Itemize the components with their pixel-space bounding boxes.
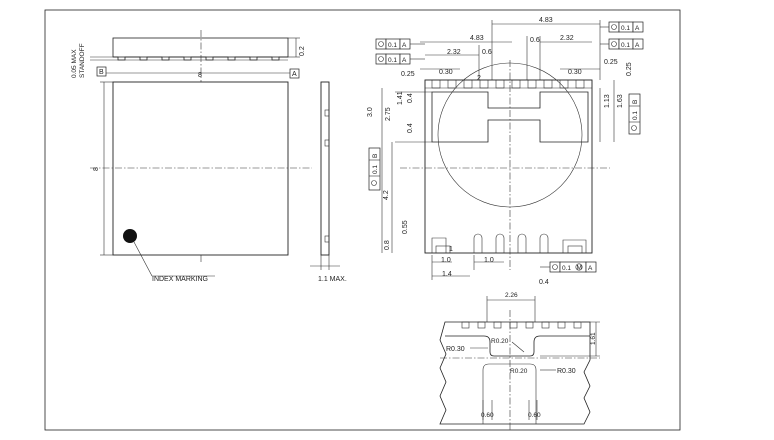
bottom-lead <box>431 237 447 253</box>
package-side-profile <box>320 81 330 256</box>
dim-1-41: 1.41 <box>397 91 404 105</box>
dim-pad-left: 2.32 <box>447 49 461 56</box>
pin-1-label: 1 <box>449 246 453 253</box>
dim-0-4-bottom: 0.4 <box>539 279 549 286</box>
dim-025-left: 0.25 <box>401 71 415 78</box>
fcf-tol-v1: 0.1 <box>372 165 379 174</box>
r020-top: R0.20 <box>491 338 509 345</box>
thickness-label: 1.1 MAX. <box>318 276 347 283</box>
dim-gap-right: 0.6 <box>530 37 540 44</box>
datum-b-box <box>96 66 107 77</box>
dim-060-right: 0.60 <box>528 412 541 419</box>
dim-1-0b: 1.0 <box>484 257 494 264</box>
pin-2-label: 2 <box>477 75 481 82</box>
dim-025-vert: 0.25 <box>626 62 633 76</box>
dim-2-75: 2.75 <box>385 107 392 121</box>
r030-left: R0.30 <box>446 346 465 353</box>
fcf-tol-1: 0.1 <box>388 42 397 49</box>
dim-0-4b: 0.4 <box>407 123 414 133</box>
top-lead <box>431 79 441 89</box>
dim-0-4a: 0.4 <box>407 93 414 103</box>
dim-width-8: 8 <box>198 72 202 79</box>
fcf-tol-4: 0.1 <box>621 42 630 49</box>
side-view: 1.1 MAX. <box>310 81 347 283</box>
fcf-tol-v2: 0.1 <box>632 111 639 120</box>
dim-gap-left: 0.6 <box>482 49 492 56</box>
dim-3-0: 3.0 <box>367 107 374 117</box>
detail-pad-edge <box>445 335 590 357</box>
detail-view: 2.26 R0.30 R0.20 R0.20 R0.30 1.61 0. <box>439 292 600 430</box>
dim-inner-4-83: 4.83 <box>470 35 484 42</box>
fcf-m-symbol: M <box>577 265 582 272</box>
datum-b-label: B <box>99 69 104 76</box>
exposed-pad <box>431 91 589 143</box>
dim-1-61: 1.61 <box>590 332 597 345</box>
datum-a-label: A <box>292 71 297 78</box>
standoff-label-2: STANDOFF <box>79 43 86 78</box>
r030-right: R0.30 <box>557 368 576 375</box>
fcf-a-3: A <box>635 25 640 32</box>
dim-top-4-83: 4.83 <box>539 17 553 24</box>
datum-a-box <box>289 68 300 79</box>
fcf-b-2: B <box>632 100 639 104</box>
lead-strip <box>112 37 289 58</box>
fcf-a-1: A <box>402 42 407 49</box>
package-bottom-view <box>424 79 593 254</box>
fcf-tol-2: 0.1 <box>388 57 397 64</box>
fcf-a-m: A <box>588 265 593 272</box>
package-top-view <box>112 81 289 256</box>
fcf-a-4: A <box>635 42 640 49</box>
fcf-tol-3: 0.1 <box>621 25 630 32</box>
dim-030-right: 0.30 <box>568 69 582 76</box>
fcf-b-1: B <box>372 154 379 158</box>
dim-pad-right: 2.32 <box>560 35 574 42</box>
dim-030-left: 0.30 <box>439 69 453 76</box>
dim-0-2: 0.2 <box>299 46 306 56</box>
r020-bottom: R0.20 <box>510 368 528 375</box>
dim-0-8: 0.8 <box>384 240 391 250</box>
fcf-tol-m: 0.1 <box>562 265 571 272</box>
index-marking-dot <box>123 229 137 243</box>
fcf-b-right <box>628 93 641 135</box>
dim-025-right: 0.25 <box>604 59 618 66</box>
lead-profile <box>113 56 288 61</box>
dim-2-26: 2.26 <box>505 292 518 299</box>
left-view: 0.2 0.05 MAX STANDOFF B 8 A 8 INDEX MARK… <box>71 30 312 283</box>
dim-0-55: 0.55 <box>402 220 409 234</box>
border <box>44 9 681 431</box>
dim-1-4: 1.4 <box>442 271 452 278</box>
dim-1-13: 1.13 <box>604 94 611 108</box>
fcf-a-2: A <box>402 57 407 64</box>
index-marking-label: INDEX MARKING <box>152 276 208 283</box>
dim-1-0a: 1.0 <box>441 257 451 264</box>
dim-4-2: 4.2 <box>383 190 390 200</box>
detail-outline <box>439 321 591 425</box>
right-view: 4.83 4.83 2.32 0.6 0.6 2.32 0.1 A 0.1 A <box>367 17 644 286</box>
fcf-b-vertical <box>368 147 381 191</box>
dim-060-left: 0.60 <box>481 412 494 419</box>
dim-1-63: 1.63 <box>617 94 624 108</box>
standoff-label-1: 0.05 MAX <box>71 49 78 78</box>
dim-height-8: 8 <box>93 167 100 171</box>
